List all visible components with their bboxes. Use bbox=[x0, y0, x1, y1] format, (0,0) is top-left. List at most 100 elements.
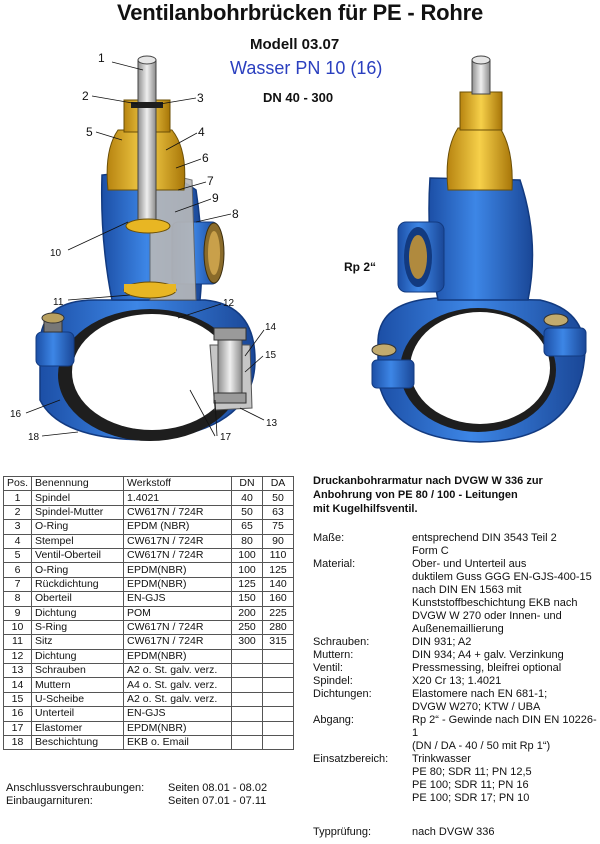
cell-da: 75 bbox=[262, 519, 295, 535]
callout-13: 13 bbox=[266, 418, 278, 429]
type-test: Typprüfung: nach DVGW 336 bbox=[313, 826, 495, 838]
spec-label: Maße: bbox=[313, 532, 345, 544]
callout-14: 14 bbox=[265, 322, 277, 333]
cell-pos: 15 bbox=[2, 691, 33, 708]
spec-value: DIN 931; A2 bbox=[412, 636, 600, 649]
cell-dn bbox=[231, 706, 264, 722]
spec-value-line: DVGW W 270 oder Innen- und bbox=[412, 610, 562, 622]
cell-da: 90 bbox=[262, 533, 295, 549]
col-name: Benennung bbox=[31, 475, 125, 492]
cell-material: CW617N / 724R bbox=[123, 634, 233, 650]
cell-material: EKB o. Email bbox=[123, 735, 233, 751]
spec-value: DIN 934; A4 + galv. Verzinkung bbox=[412, 649, 600, 662]
description-line: mit Kugelhilfsventil. bbox=[313, 503, 418, 515]
outlet-thread-label: Rp 2“ bbox=[344, 260, 377, 274]
cell-name: Spindel-Mutter bbox=[31, 504, 125, 521]
cell-dn: 100 bbox=[231, 547, 264, 564]
spec-value-line: DIN 934; A4 + galv. Verzinkung bbox=[412, 649, 564, 661]
cell-dn bbox=[231, 677, 264, 693]
cell-da: 315 bbox=[262, 634, 295, 650]
exterior-view bbox=[371, 55, 587, 443]
spec-label: Ventil: bbox=[313, 662, 343, 674]
cell-pos: 18 bbox=[2, 735, 33, 751]
spec-value-line: Elastomere nach EN 681-1; bbox=[412, 688, 548, 700]
cell-dn bbox=[231, 735, 264, 751]
reference-label: Anschlussverschraubungen: bbox=[6, 782, 145, 794]
document-title: Ventilanbohrbrücken für PE - Rohre bbox=[116, 0, 484, 25]
cell-material: CW617N / 724R bbox=[123, 619, 233, 636]
model-number: Modell 03.07 bbox=[250, 36, 340, 53]
cell-material: POM bbox=[123, 605, 233, 621]
cell-da: 110 bbox=[262, 547, 295, 564]
col-material: Werkstoff bbox=[123, 475, 233, 492]
callout-15: 15 bbox=[265, 350, 277, 361]
spec-value-line: Form C bbox=[412, 545, 449, 557]
reference-row: Einbaugarnituren:Seiten 07.01 - 07.11 bbox=[6, 795, 267, 808]
cell-da bbox=[262, 706, 295, 722]
cell-name: Ventil-Oberteil bbox=[31, 547, 125, 564]
medium-pressure: Wasser PN 10 (16) bbox=[230, 58, 383, 78]
spec-value: Elastomere nach EN 681-1;DVGW W270; KTW … bbox=[412, 688, 600, 714]
spec-row: Schrauben: DIN 931; A2 bbox=[313, 636, 600, 649]
cell-pos: 1 bbox=[2, 490, 33, 506]
spec-value-line: (DN / DA - 40 / 50 mit Rp 1“) bbox=[412, 740, 551, 752]
cell-da bbox=[262, 720, 295, 737]
cell-name: Stempel bbox=[31, 533, 125, 549]
cell-pos: 12 bbox=[2, 648, 33, 665]
cell-name: S-Ring bbox=[31, 619, 125, 636]
spec-label: Schrauben: bbox=[313, 636, 370, 648]
cell-dn: 50 bbox=[231, 504, 264, 521]
callout-10: 10 bbox=[50, 248, 62, 259]
spec-row: Dichtungen:Elastomere nach EN 681-1;DVGW… bbox=[313, 688, 600, 714]
spec-value-line: X20 Cr 13; 1.4021 bbox=[412, 675, 502, 687]
callout-5: 5 bbox=[86, 125, 93, 139]
cell-da: 140 bbox=[262, 576, 295, 593]
dn-range: DN 40 - 300 bbox=[263, 90, 334, 105]
cell-name: Schrauben bbox=[31, 663, 125, 679]
cell-name: Dichtung bbox=[31, 605, 125, 621]
spec-value-line: Außenemaillierung bbox=[412, 623, 504, 635]
cell-name: O-Ring bbox=[31, 562, 125, 578]
cell-material: EPDM(NBR) bbox=[123, 720, 233, 737]
cell-material: EN-GJS bbox=[123, 706, 233, 722]
spec-value: X20 Cr 13; 1.4021 bbox=[412, 675, 600, 688]
cell-pos: 3 bbox=[2, 519, 33, 535]
cell-da bbox=[262, 691, 295, 708]
spec-row: Ventil:Pressmessing, bleifrei optional bbox=[313, 662, 600, 675]
cell-da: 63 bbox=[262, 504, 295, 521]
cell-da bbox=[262, 677, 295, 693]
cell-material: CW617N / 724R bbox=[123, 533, 233, 549]
cell-da: 125 bbox=[262, 562, 295, 578]
description-line: Anbohrung von PE 80 / 100 - Leitungen bbox=[313, 489, 518, 501]
references: Anschlussverschraubungen:Seiten 08.01 - … bbox=[6, 782, 267, 808]
callout-11: 11 bbox=[53, 297, 64, 308]
cell-material: EPDM(NBR) bbox=[123, 576, 233, 593]
cell-dn bbox=[231, 720, 264, 737]
cell-dn bbox=[231, 648, 264, 665]
callout-2: 2 bbox=[82, 89, 89, 103]
spec-value-line: DIN 931; A2 bbox=[412, 636, 472, 648]
product-drawing: 1 2 3 5 4 6 7 9 8 10 11 12 14 15 13 16 1… bbox=[10, 51, 587, 443]
cell-dn: 40 bbox=[231, 490, 264, 506]
cell-dn: 100 bbox=[231, 562, 264, 578]
cell-name: Spindel bbox=[31, 490, 125, 506]
cell-dn bbox=[231, 691, 264, 708]
spec-value-line: DVGW W270; KTW / UBA bbox=[412, 701, 541, 713]
